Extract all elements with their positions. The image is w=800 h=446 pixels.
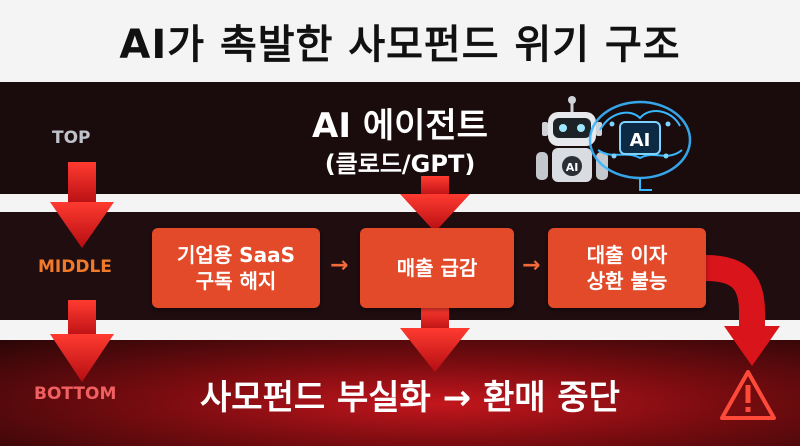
band-gap [0,194,800,212]
level-bottom-label: BOTTOM [34,384,117,404]
band-gap [0,320,800,340]
top-band [0,82,800,194]
arrow-right-icon: → [522,253,541,278]
saas-box-line1: 기업용 SaaS [177,243,295,267]
agent-title: AI 에이전트 [312,106,488,146]
arrow-top-to-middle [50,162,114,248]
arrow-middle-to-bottom [50,300,114,382]
arrow-agent-to-revenue [400,176,470,232]
robot-icon: AI [536,96,608,182]
arrow-revenue-to-bottom [400,308,470,372]
saas-box-line2: 구독 해지 [195,269,277,293]
bottom-outcome-text: 사모펀드 부실화 → 환매 중단 [200,378,620,418]
level-top-label: TOP [52,128,91,148]
saas-cancel-box: 기업용 SaaS 구독 해지 [152,228,320,308]
robot-chest-label: AI [566,161,579,174]
page-title: AI가 촉발한 사모펀드 위기 구조 [119,22,681,68]
loan-box-line1: 대출 이자 [586,243,668,267]
brain-icon: AI [588,100,692,191]
arrow-right-icon: → [330,253,349,278]
warning-icon [720,370,776,420]
revenue-box-label: 매출 급감 [396,256,478,280]
title-bar: AI가 촉발한 사모펀드 위기 구조 [0,0,800,82]
brain-icon-label: AI [630,130,651,151]
revenue-drop-box: 매출 급감 [360,228,514,308]
level-middle-label: MIDDLE [38,257,112,277]
arrow-loan-to-warning [705,255,780,366]
bottom-band [0,340,800,446]
agent-subtitle: (클로드/GPT) [324,150,476,178]
loan-default-box: 대출 이자 상환 불능 [548,228,706,308]
loan-box-line2: 상환 불능 [586,269,668,293]
